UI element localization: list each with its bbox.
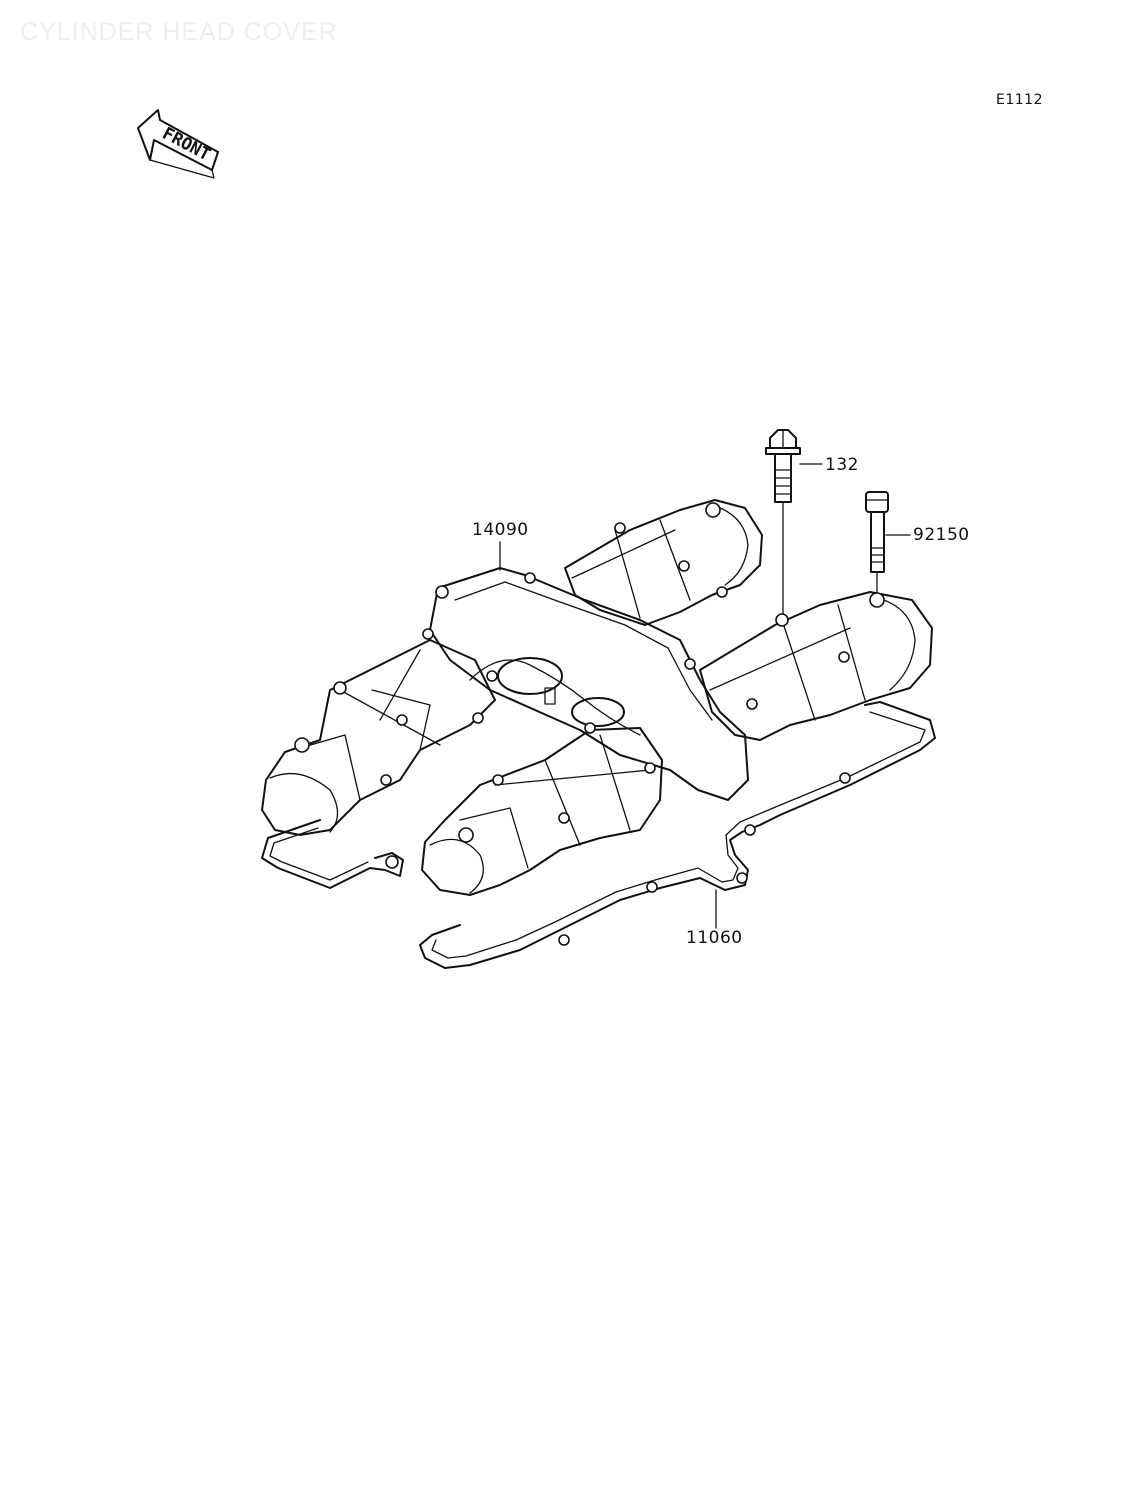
part-label-92150: 92150	[913, 525, 970, 545]
cylinder-head-cover-icon	[261, 499, 933, 896]
part-label-132: 132	[825, 455, 859, 475]
part-label-14090: 14090	[472, 520, 529, 540]
bolt-92150-icon	[865, 491, 911, 595]
part-label-11060: 11060	[686, 928, 743, 948]
diagram-code: E1112	[996, 92, 1043, 108]
gasket-icon	[261, 701, 936, 969]
bolt-132-icon	[765, 429, 823, 621]
front-arrow-icon: FRONT	[137, 109, 219, 179]
front-arrow-label: FRONT	[159, 124, 214, 166]
diagram-title: CYLINDER HEAD COVER	[20, 18, 338, 46]
